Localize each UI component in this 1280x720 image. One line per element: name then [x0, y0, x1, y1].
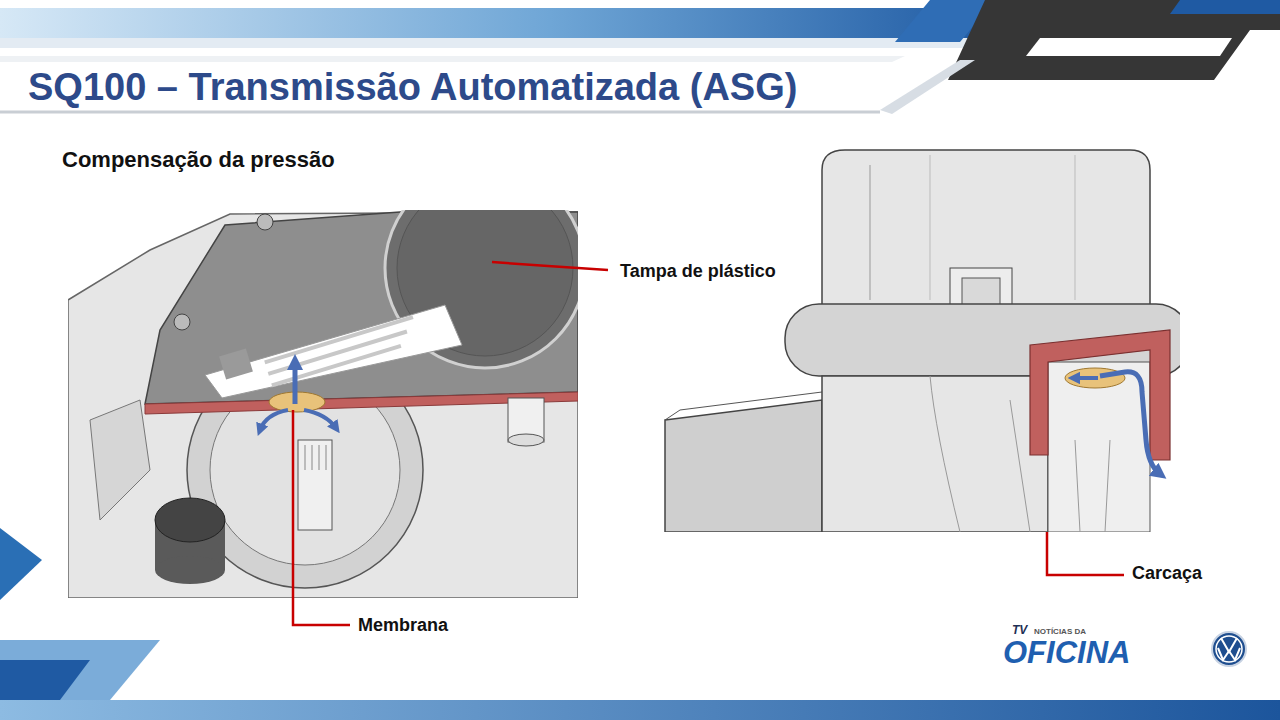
part-label: Tampa de plástico: [620, 261, 776, 282]
gearbox-cover-illustration: [68, 210, 578, 598]
part-label: Carcaça: [1132, 563, 1202, 584]
vw-logo: [1212, 632, 1246, 666]
logo-text: NOTÍCIAS DA: [1034, 627, 1086, 636]
logo-wordmark: OFICINA: [1003, 635, 1130, 671]
section-heading: Compensação da pressão: [62, 147, 335, 172]
housing-illustration: [665, 150, 1180, 532]
part-label: Membrana: [358, 615, 448, 636]
footer-decoration: [0, 528, 1280, 720]
slide-title: SQ100 – Transmissão Automatizada (ASG): [28, 66, 797, 110]
header-decoration: [0, 0, 1280, 114]
